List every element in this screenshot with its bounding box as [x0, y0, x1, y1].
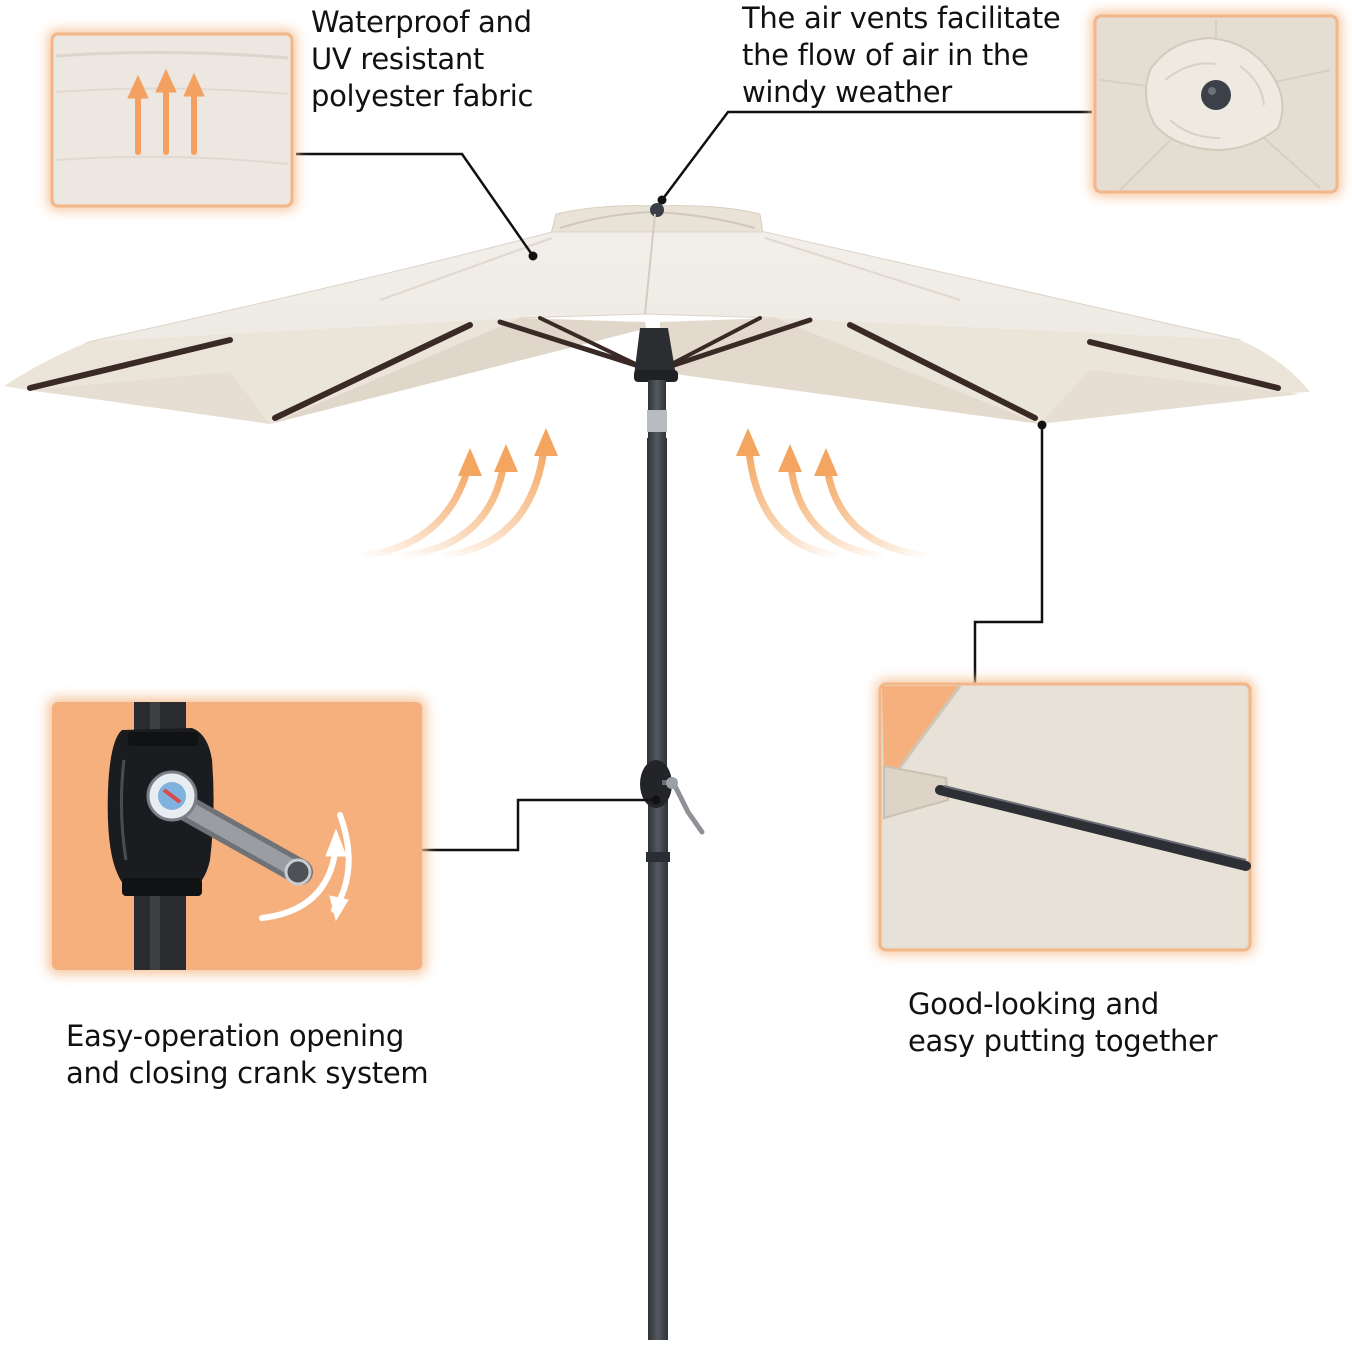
callout-line-vents	[661, 110, 1092, 201]
callout-dots	[528, 195, 1047, 805]
detail-panel-vents	[1091, 12, 1341, 196]
feature-label-crank-line: and closing crank system	[66, 1056, 429, 1090]
detail-panel-assembly	[876, 680, 1254, 954]
umbrella-pole	[640, 380, 705, 1340]
feature-label-assembly: Good-looking and easy putting together	[908, 986, 1218, 1060]
airflow-arrowheads-right	[736, 428, 838, 476]
detail-panel-fabric	[48, 30, 296, 210]
airflow-arrows-left	[356, 436, 549, 560]
feature-label-assembly-line: easy putting together	[908, 1024, 1218, 1058]
feature-label-vents-line: the flow of air in the	[742, 38, 1029, 72]
callout-line-fabric	[296, 152, 535, 257]
feature-label-fabric: Waterproof and UV resistant polyester fa…	[311, 4, 533, 115]
feature-label-fabric-line: polyester fabric	[311, 79, 534, 113]
callout-line-crank	[422, 798, 656, 852]
feature-label-vents: The air vents facilitate the flow of air…	[742, 0, 1061, 111]
rotation-arrows-icon	[259, 812, 352, 922]
feature-label-crank-line: Easy-operation opening	[66, 1019, 404, 1053]
arrow-up-icon	[127, 68, 205, 155]
airflow-arrows-right	[744, 436, 934, 560]
callout-lines	[296, 110, 1092, 852]
feature-label-vents-line: The air vents facilitate	[742, 1, 1061, 35]
feature-label-fabric-line: UV resistant	[311, 42, 484, 76]
detail-panel-crank	[48, 698, 426, 974]
crank-handle-icon	[146, 770, 313, 886]
callout-line-assembly	[973, 425, 1044, 684]
umbrella-ribs	[27, 316, 1281, 421]
feature-label-fabric-line: Waterproof and	[311, 5, 532, 39]
feature-label-assembly-line: Good-looking and	[908, 987, 1159, 1021]
umbrella-hub	[634, 328, 678, 382]
feature-label-crank: Easy-operation opening and closing crank…	[66, 1018, 429, 1092]
feature-label-vents-line: windy weather	[742, 75, 952, 109]
airflow-arrowheads-left	[458, 428, 558, 476]
air-vent-icon	[1201, 80, 1231, 110]
air-vent-cap-icon	[650, 203, 664, 217]
umbrella-canopy	[4, 203, 1310, 424]
